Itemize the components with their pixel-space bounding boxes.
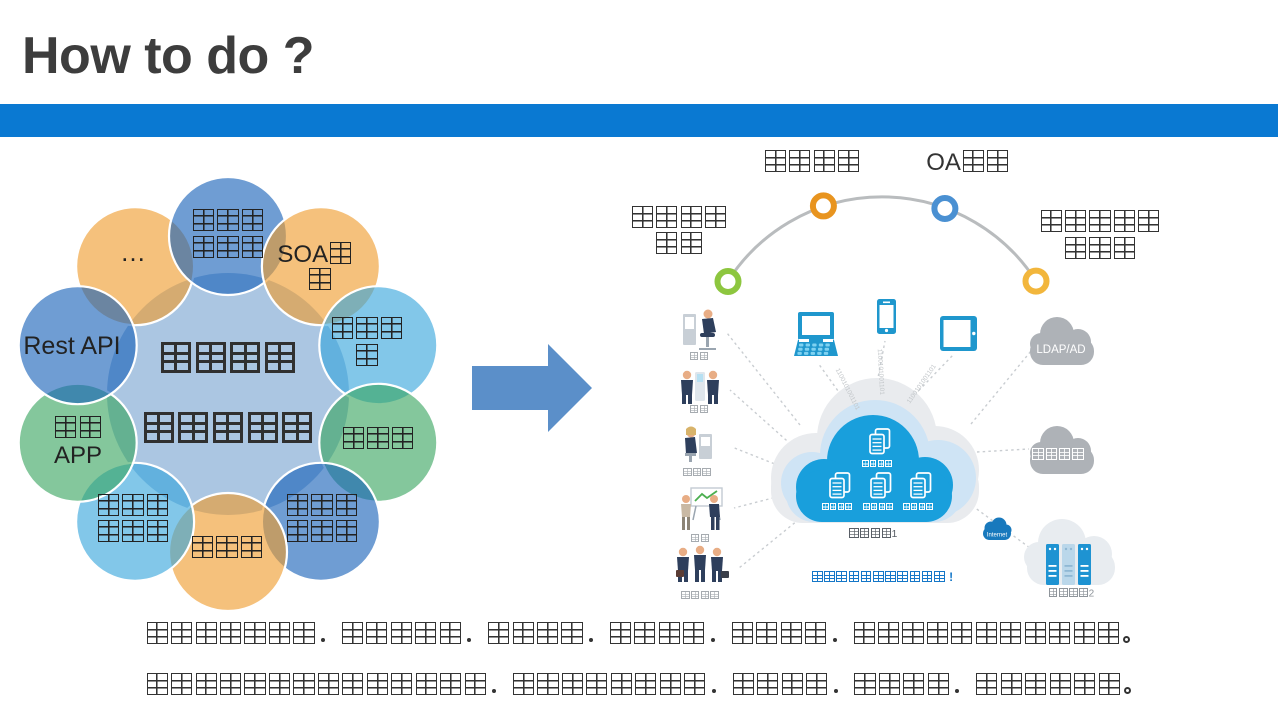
svg-text:Internet: Internet [987, 533, 1008, 539]
svg-text:1100101001101: 1100101001101 [876, 349, 885, 396]
svg-text:LDAP/AD: LDAP/AD [1036, 344, 1085, 356]
